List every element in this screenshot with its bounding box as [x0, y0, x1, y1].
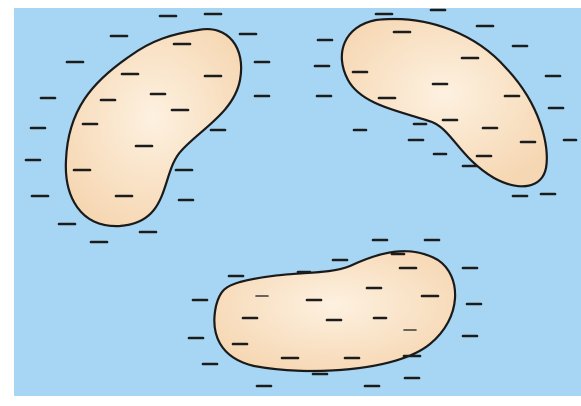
illustration — [0, 0, 581, 406]
